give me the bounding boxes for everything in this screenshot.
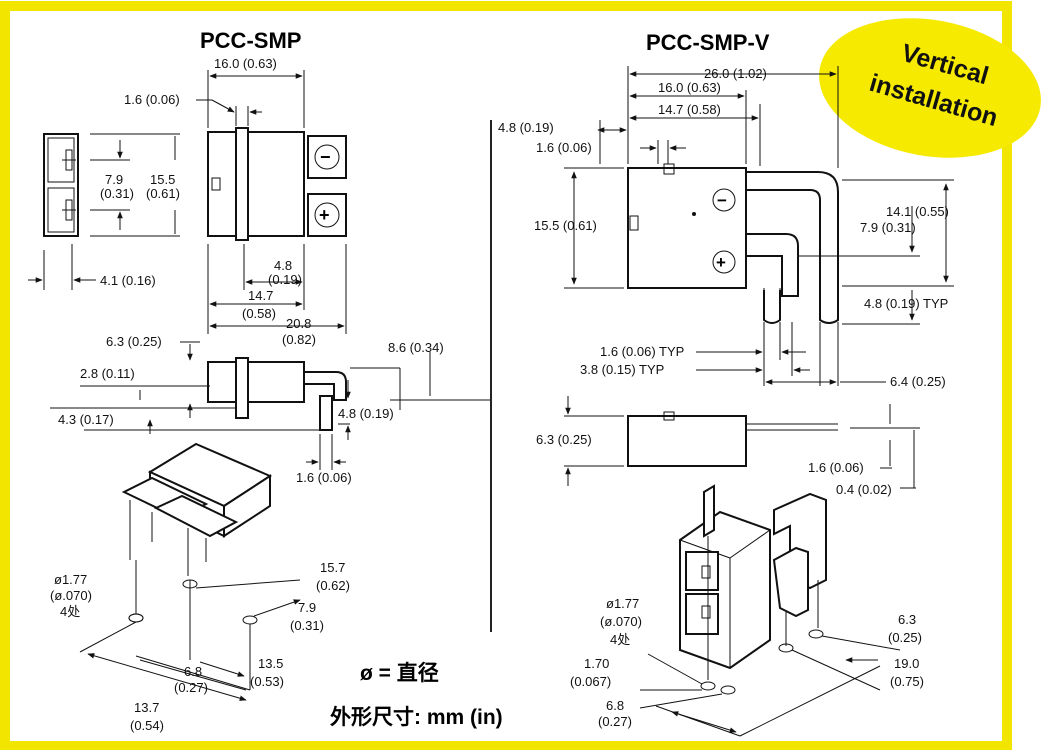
left-dim-16.0: 16.0 (0.63) [214,56,277,71]
left-footprint [79,560,301,701]
right-fp-6.3: 6.3 [898,612,916,627]
yellow-frame [0,1,1012,750]
right-fp-1.70: 1.70 [584,656,609,671]
right-dim-14.1: 14.1 (0.55) [886,204,949,219]
left-dim-14.7-in: (0.58) [242,306,276,321]
right-hole-dia-in: (ø.070) [600,614,642,629]
left-dim-14.7: 14.7 [248,288,273,303]
right-footprint [639,629,901,737]
right-top-body: − + [627,163,839,324]
right-side-dim-1.6: 1.6 (0.06) [808,460,864,475]
plus-icon-right: + [716,253,726,272]
left-dim-4.1: 4.1 (0.16) [100,273,156,288]
left-3d-connector [121,442,273,576]
right-fp-19.0: 19.0 [894,656,919,671]
left-dim-20.8: 20.8 [286,316,311,331]
left-fp-7.9-in: (0.31) [290,618,324,633]
right-title: PCC-SMP-V [646,30,770,55]
right-fp-19.0-in: (0.75) [890,674,924,689]
right-fp-6.3-in: (0.25) [888,630,922,645]
left-title: PCC-SMP [200,28,301,53]
right-dim-4.8-typ: 4.8 (0.19) TYP [864,296,948,311]
right-dim-4.8: 4.8 (0.19) [498,120,554,135]
right-dim-1.6-typ: 1.6 (0.06) TYP [600,344,684,359]
diameter-note: ø = 直径 [360,661,439,685]
right-hole-dia: ø1.77 [606,596,639,611]
right-dim-26.0: 26.0 (1.02) [704,66,767,81]
left-dim-15.5: 15.5 [150,172,175,187]
left-dim-4.8-side: 4.8 (0.19) [338,406,394,421]
left-dim-20.8-in: (0.82) [282,332,316,347]
left-fp-13.5: 13.5 [258,656,283,671]
left-fp-13.7-in: (0.54) [130,718,164,733]
right-3d-connector [679,484,827,680]
right-dim-7.9: 7.9 (0.31) [860,220,916,235]
right-side-body [627,411,920,467]
left-dim-4.3: 4.3 (0.17) [58,412,114,427]
right-dim-1.6: 1.6 (0.06) [536,140,592,155]
minus-icon: − [320,147,331,167]
right-hole-count: 4处 [610,632,630,647]
left-fp-15.7-in: (0.62) [316,578,350,593]
left-dim-8.6: 8.6 (0.34) [388,340,444,355]
plus-icon: + [319,205,330,225]
left-dim-7.9-in: (0.31) [100,186,134,201]
left-fp-15.7: 15.7 [320,560,345,575]
left-dim-4.8-in: (0.19) [268,272,302,287]
left-fp-13.7: 13.7 [134,700,159,715]
right-dim-14.7: 14.7 (0.58) [658,102,721,117]
left-dim-7.9: 7.9 [105,172,123,187]
left-front-face [43,133,79,237]
left-dim-2.8: 2.8 (0.11) [80,366,135,381]
left-dim-4.8: 4.8 [274,258,292,273]
left-dim-1.6-side: 1.6 (0.06) [296,470,352,485]
left-top-body: − + [207,127,347,241]
minus-icon-right: − [717,191,727,210]
left-hole-dia-in: (ø.070) [50,588,92,603]
vertical-installation-badge: Vertical installation [819,18,1041,158]
right-dim-16.0: 16.0 (0.63) [658,80,721,95]
left-hole-dia: ø1.77 [54,572,87,587]
right-dim-6.4: 6.4 (0.25) [890,374,946,389]
right-fp-6.8-in: (0.27) [598,714,632,729]
right-side-dim-6.3: 6.3 (0.25) [536,432,592,447]
right-side-dim-0.4: 0.4 (0.02) [836,482,892,497]
left-fp-6.8: 6.8 [184,664,202,679]
right-fp-6.8: 6.8 [606,698,624,713]
units-note: 外形尺寸: mm (in) [330,705,503,729]
left-hole-count: 4处 [60,604,80,619]
left-fp-13.5-in: (0.53) [250,674,284,689]
right-fp-1.70-in: (0.067) [570,674,611,689]
left-fp-6.8-in: (0.27) [174,680,208,695]
left-dim-1.6: 1.6 (0.06) [124,92,180,107]
right-dim-15.5: 15.5 (0.61) [534,218,597,233]
right-dim-3.8-typ: 3.8 (0.15) TYP [580,362,664,377]
left-side-body [207,357,347,431]
left-dim-6.3: 6.3 (0.25) [106,334,162,349]
left-dim-15.5-in: (0.61) [146,186,180,201]
left-fp-7.9: 7.9 [298,600,316,615]
